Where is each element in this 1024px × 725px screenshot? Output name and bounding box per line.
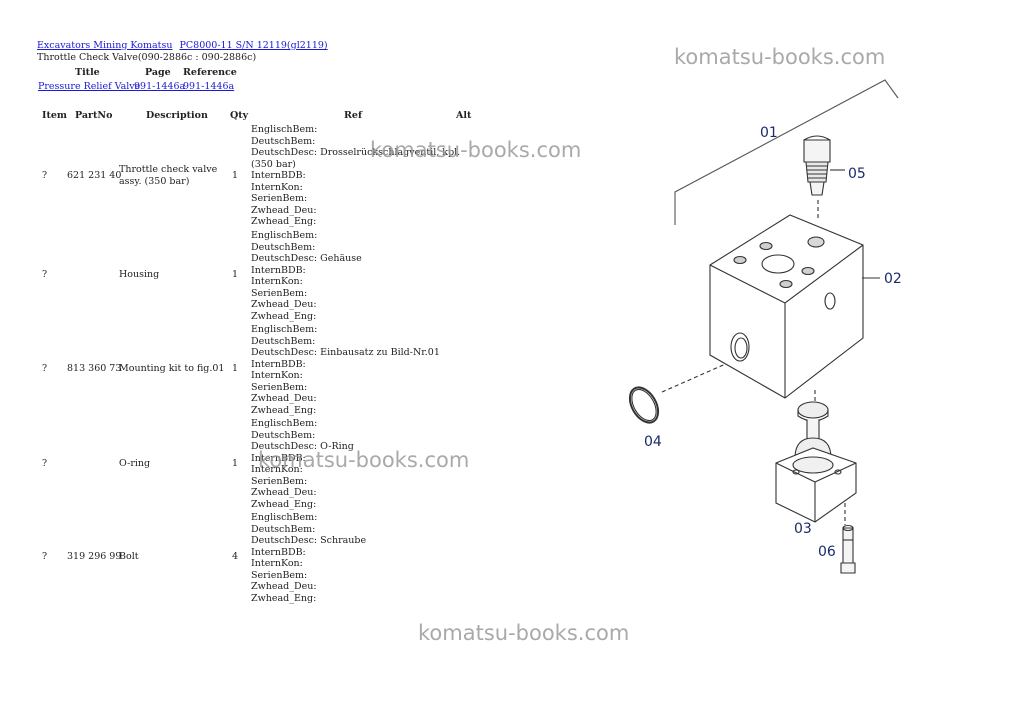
callout-05: 05 [848,166,866,182]
exploded-parts-diagram: 01 05 02 04 03 06 [628,79,902,574]
ref-line: DeutschDesc: Einbausatz zu Bild-Nr.01 [251,347,440,358]
col-header-item: Item [42,110,67,121]
table-row: ? 813 360 73 Mounting kit to fig.01 1 En… [0,324,560,418]
row-item: ? [42,458,48,469]
callout-03: 03 [794,521,812,537]
callout-04: 04 [644,434,662,450]
ref-line: InternKon: [251,558,303,569]
col-header-ref: Ref [344,110,363,121]
breadcrumb-link-category[interactable]: Excavators Mining Komatsu [37,40,173,51]
row-partno: 621 231 40 [67,170,122,181]
ref-line: EnglischBem: [251,512,318,523]
row-item: ? [42,170,48,181]
assembly-bracket-line [674,79,899,225]
ref-line: EnglischBem: [251,324,318,335]
ref-link-title[interactable]: Pressure Relief Valve [38,81,141,92]
ref-line: Zwhead_Deu: [251,299,317,310]
col-header-alt: Alt [456,110,472,121]
col-header-qty: Qty [230,110,249,121]
ref-line: SerienBem: [251,569,308,581]
row-ref-notes: EnglischBem: DeutschBem: DeutschDesc: Sc… [251,512,451,604]
ref-line: InternBDB: [251,546,306,558]
ref-line: DeutschBem: [251,241,316,253]
ref-header-reference: Reference [183,67,237,78]
ref-line: Zwhead_Deu: [251,581,317,592]
ref-line: Zwhead_Eng: [251,310,317,322]
breadcrumb-link-model[interactable]: PC8000-11 S/N 12119(gl2119) [179,40,328,51]
watermark-text: komatsu-books.com [674,45,886,69]
row-qty: 1 [232,170,239,181]
row-description: Housing [119,269,160,280]
ref-line: DeutschDesc: Schraube [251,535,367,546]
ref-link-page[interactable]: 991-1446a [134,81,186,92]
ref-line: Zwhead_Eng: [251,592,317,604]
watermark-text: komatsu-books.com [370,138,582,162]
row-qty: 4 [232,551,239,562]
table-row: ? Housing 1 EnglischBem: DeutschBem: Deu… [0,230,560,324]
row-description: Throttle check valve assy. (350 bar) [119,164,218,187]
ref-line: InternBDB: [251,170,306,181]
ref-line: DeutschBem: [251,335,316,347]
ref-line: SerienBem: [251,475,308,487]
row-description: Mounting kit to fig.01 [119,363,225,374]
row-ref-notes: EnglischBem: DeutschBem: DeutschDesc: Dr… [251,124,461,228]
row-partno: 813 360 73 [67,363,122,374]
ref-line: InternKon: [251,370,303,381]
ref-line: Zwhead_Eng: [251,216,317,227]
ref-line: EnglischBem: [251,418,318,429]
ref-line: EnglischBem: [251,124,318,135]
ref-line: DeutschDesc: O-Ring [251,441,354,452]
ref-link-reference[interactable]: 991-1446a [183,81,235,92]
row-item: ? [42,551,48,562]
ref-line: DeutschDesc: Drosselrückschlagventil, kp… [251,147,461,158]
ref-line: DeutschDesc: Gehäuse [251,253,362,264]
col-header-description: Description [146,110,208,121]
table-row: ? 621 231 40 Throttle check valve assy. … [0,124,560,227]
breadcrumb: Excavators Mining Komatsu PC8000-11 S/N … [37,40,332,51]
row-qty: 1 [232,363,239,374]
table-row: ? 319 296 99 Bolt 4 EnglischBem: Deutsch… [0,512,560,606]
row-item: ? [42,269,48,280]
row-description: Bolt [119,551,139,562]
ref-line: Zwhead_Eng: [251,404,317,416]
row-ref-notes: EnglischBem: DeutschBem: DeutschDesc: Ge… [251,230,451,322]
row-ref-notes: EnglischBem: DeutschBem: DeutschDesc: O-… [251,418,451,510]
page-subtitle: Throttle Check Valve(090-2886c : 090-288… [37,52,257,63]
ref-line: SerienBem: [251,193,308,204]
ref-line: DeutschBem: [251,523,316,535]
ref-line: Zwhead_Deu: [251,204,317,216]
row-partno: 319 296 99 [67,551,122,562]
row-ref-notes: EnglischBem: DeutschBem: DeutschDesc: Ei… [251,324,451,416]
ref-line: InternBDB: [251,452,306,464]
callout-01: 01 [760,125,778,141]
watermark-text: komatsu-books.com [418,621,630,645]
callout-06: 06 [818,544,836,560]
ref-line: InternBDB: [251,358,306,370]
ref-line: DeutschBem: [251,135,316,147]
ref-line: Zwhead_Deu: [251,487,317,498]
ref-line: (350 bar) [251,158,296,170]
col-header-partno: PartNo [75,110,113,121]
ref-line: Zwhead_Eng: [251,498,317,510]
watermark-text: komatsu-books.com [258,448,470,472]
ref-line: EnglischBem: [251,230,318,241]
callout-02: 02 [884,271,902,287]
ref-line: SerienBem: [251,381,308,393]
ref-header-title: Title [75,67,100,78]
table-row: ? O-ring 1 EnglischBem: DeutschBem: Deut… [0,418,560,512]
ref-line: InternKon: [251,181,303,193]
ref-line: Zwhead_Deu: [251,393,317,404]
ref-line: InternBDB: [251,264,306,276]
ref-line: DeutschBem: [251,429,316,441]
row-description: O-ring [119,458,151,469]
row-qty: 1 [232,269,239,280]
ref-line: InternKon: [251,464,303,475]
row-qty: 1 [232,458,239,469]
ref-line: InternKon: [251,276,303,287]
ref-header-page: Page [145,67,171,78]
ref-line: SerienBem: [251,287,308,299]
row-item: ? [42,363,48,374]
